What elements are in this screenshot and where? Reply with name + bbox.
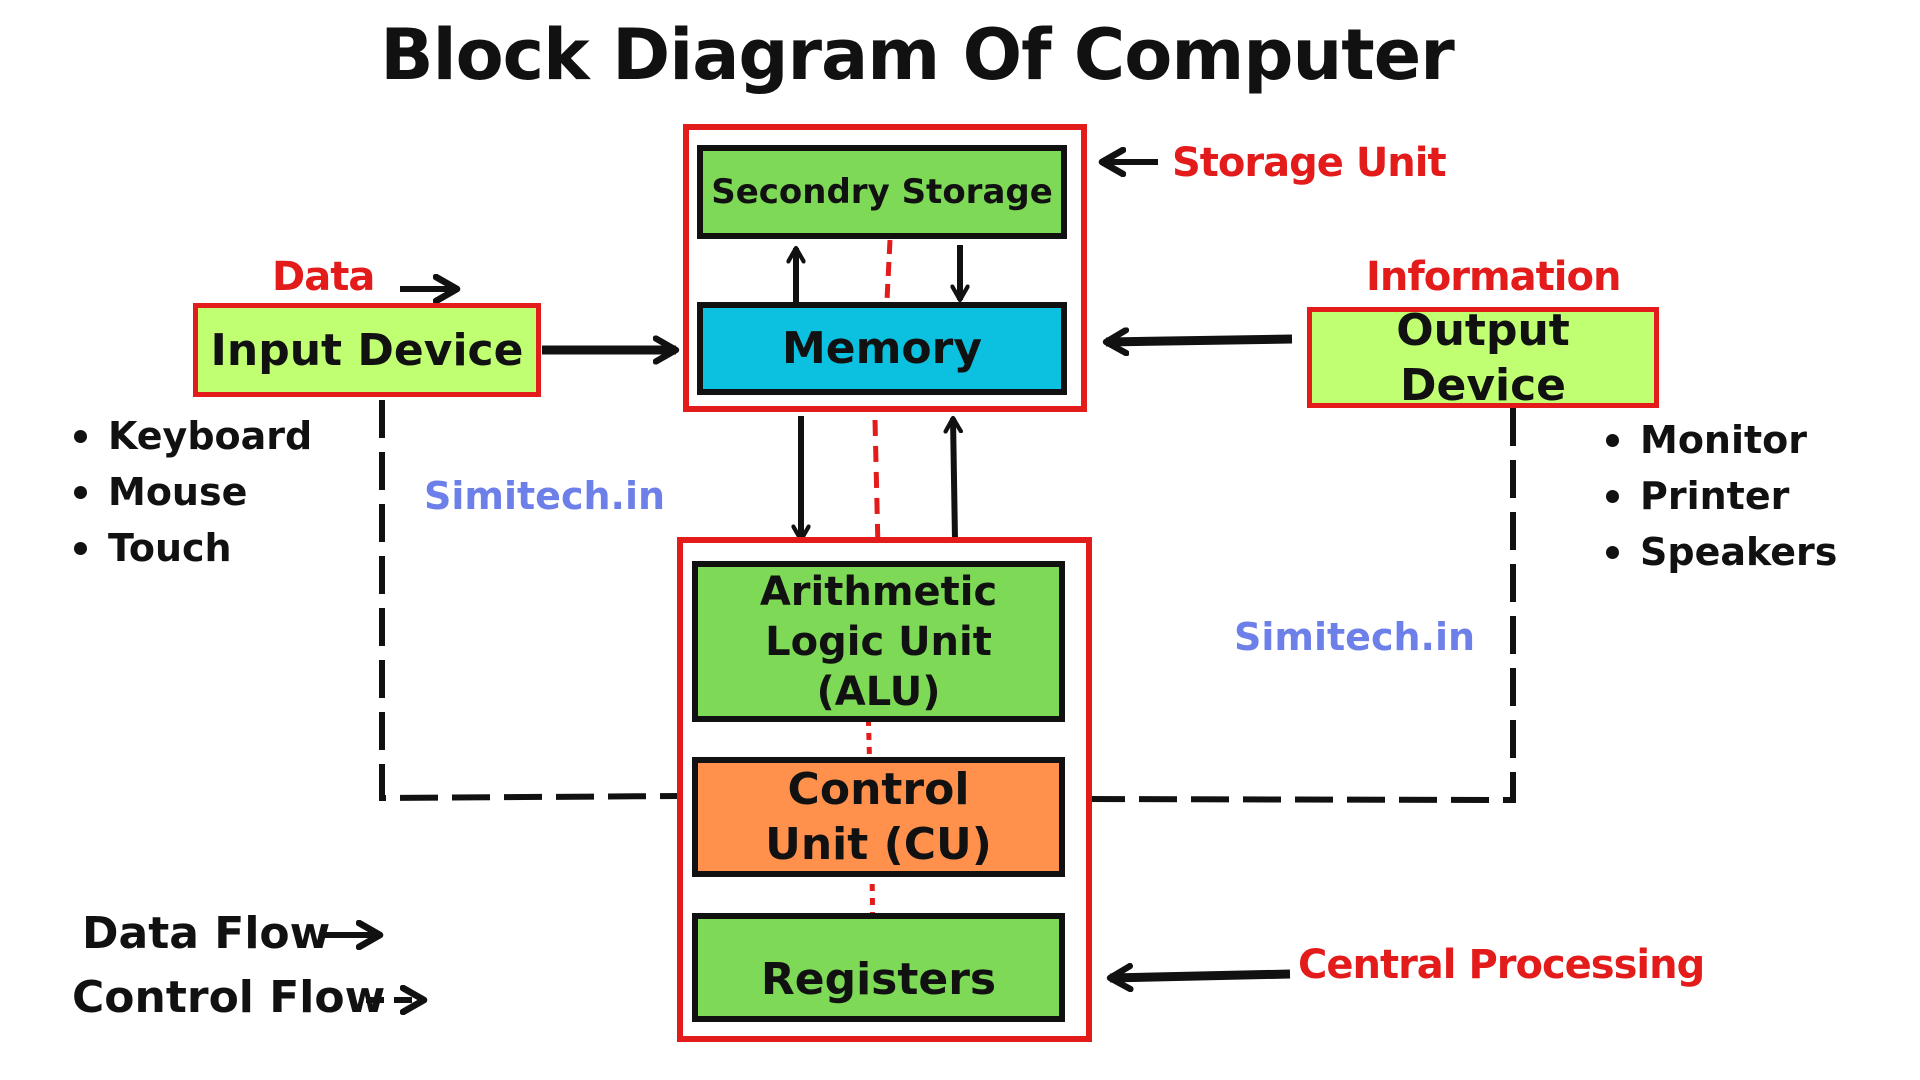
storage-unit-label: Storage Unit [1172,140,1447,186]
input-example-item: Touch [72,520,312,576]
output-control-dashed-line [1073,408,1516,804]
input-examples-list: Keyboard Mouse Touch [72,408,312,576]
storage-control-dash [884,239,893,301]
cpu-to-memory-arrow [953,418,955,541]
data-label: Data [272,254,375,300]
output-example-item: Printer [1604,468,1837,524]
storage-unit-frame [683,124,1087,412]
output-example-item: Speakers [1604,524,1837,580]
alu-block[interactable]: Arithmetic Logic Unit (ALU) [692,561,1065,722]
registers-block[interactable]: Registers [692,913,1065,1022]
data-flow-legend-label: Data Flow [82,908,331,959]
diagram-title: Block Diagram Of Computer [380,14,1455,96]
output-example-item: Monitor [1604,412,1837,468]
output-to-memory-arrow [1106,339,1293,342]
input-control-dashed-line [379,400,681,802]
information-label: Information [1366,254,1621,300]
output-device-block[interactable]: Output Device [1307,305,1659,411]
memory-block[interactable]: Memory [697,302,1067,395]
input-example-item: Keyboard [72,408,312,464]
control-unit-block[interactable]: Control Unit (CU) [692,757,1065,877]
watermark-right: Simitech.in [1234,615,1476,659]
watermark-left: Simitech.in [424,474,666,518]
output-examples-list: Monitor Printer Speakers [1604,412,1837,580]
memory-cpu-control-dash [872,419,881,549]
cpu-frame [677,537,1092,1042]
control-flow-legend-label: Control Flow [72,972,386,1023]
input-device-block[interactable]: Input Device [193,303,541,397]
input-example-item: Mouse [72,464,312,520]
central-processing-label: Central Processing [1298,942,1705,988]
central-processing-pointer-arrow [1110,974,1291,978]
secondary-storage-block[interactable]: Secondry Storage [697,145,1067,239]
